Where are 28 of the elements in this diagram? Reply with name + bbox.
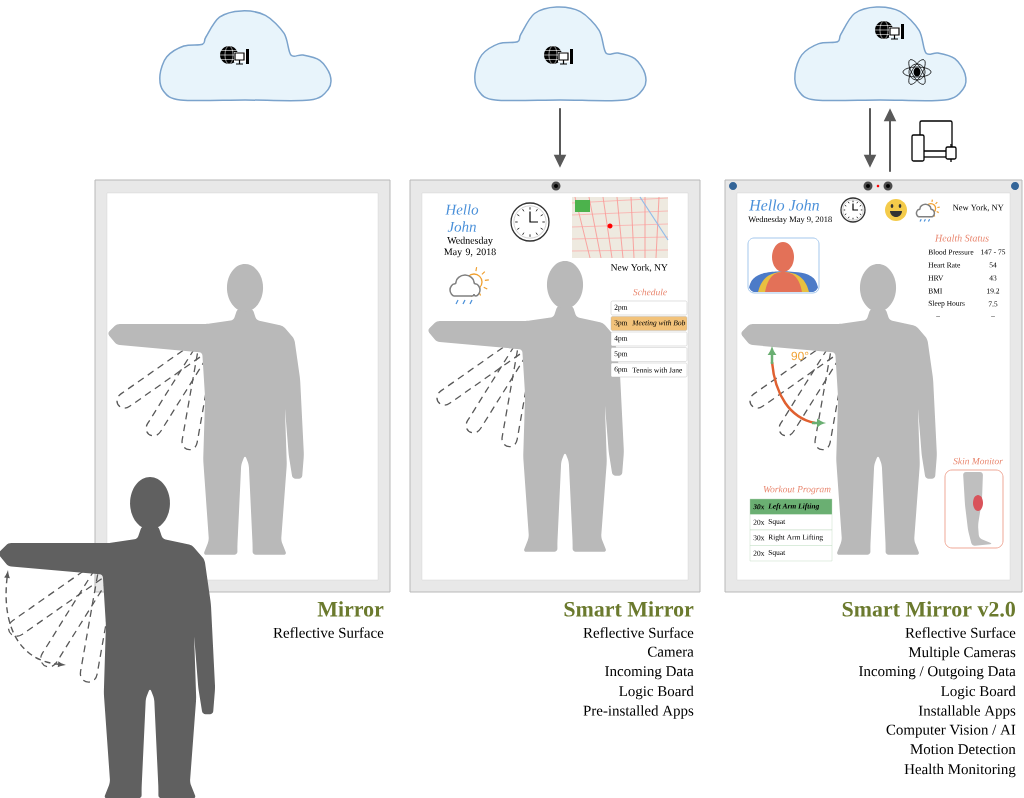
- feature-item: Installable Apps: [918, 705, 1016, 719]
- workout-heading: Workout Program: [763, 485, 831, 495]
- feature-item: Logic Board: [619, 685, 694, 700]
- date-text: Wednesday May 9, 2018: [748, 216, 832, 224]
- feature-item: Reflective Surface: [583, 627, 694, 638]
- feature-item: Reflective Surface: [273, 627, 384, 638]
- feature-item: Camera: [647, 646, 694, 657]
- feature-item: Computer Vision / AI: [886, 724, 1016, 738]
- schedule-heading: Schedule: [633, 288, 667, 296]
- mirror-title: Smart Mirror v2.0: [842, 601, 1015, 617]
- mirror-title: Smart Mirror: [564, 601, 694, 617]
- location-text: New York, NY: [610, 264, 668, 272]
- feature-item: Reflective Surface: [905, 627, 1016, 638]
- date-text: Wednesday May 9, 2018: [444, 236, 496, 258]
- greeting: Hello John: [749, 199, 819, 211]
- feature-item: Multiple Cameras: [908, 646, 1016, 661]
- angle-label: 90°: [791, 351, 809, 361]
- greeting: Hello John: [445, 204, 479, 232]
- mirror-title: Mirror: [317, 601, 384, 617]
- feature-item: Motion Detection: [910, 744, 1016, 755]
- feature-item: Incoming / Outgoing Data: [859, 666, 1016, 680]
- feature-item: Health Monitoring: [904, 763, 1016, 778]
- skin-monitor-heading: Skin Monitor: [953, 457, 1003, 465]
- location-text: New York, NY: [952, 204, 1004, 212]
- feature-item: Pre-installed Apps: [583, 705, 694, 719]
- feature-item: Incoming Data: [605, 666, 694, 680]
- feature-item: Logic Board: [941, 685, 1016, 700]
- health-heading: Health Status: [934, 234, 989, 242]
